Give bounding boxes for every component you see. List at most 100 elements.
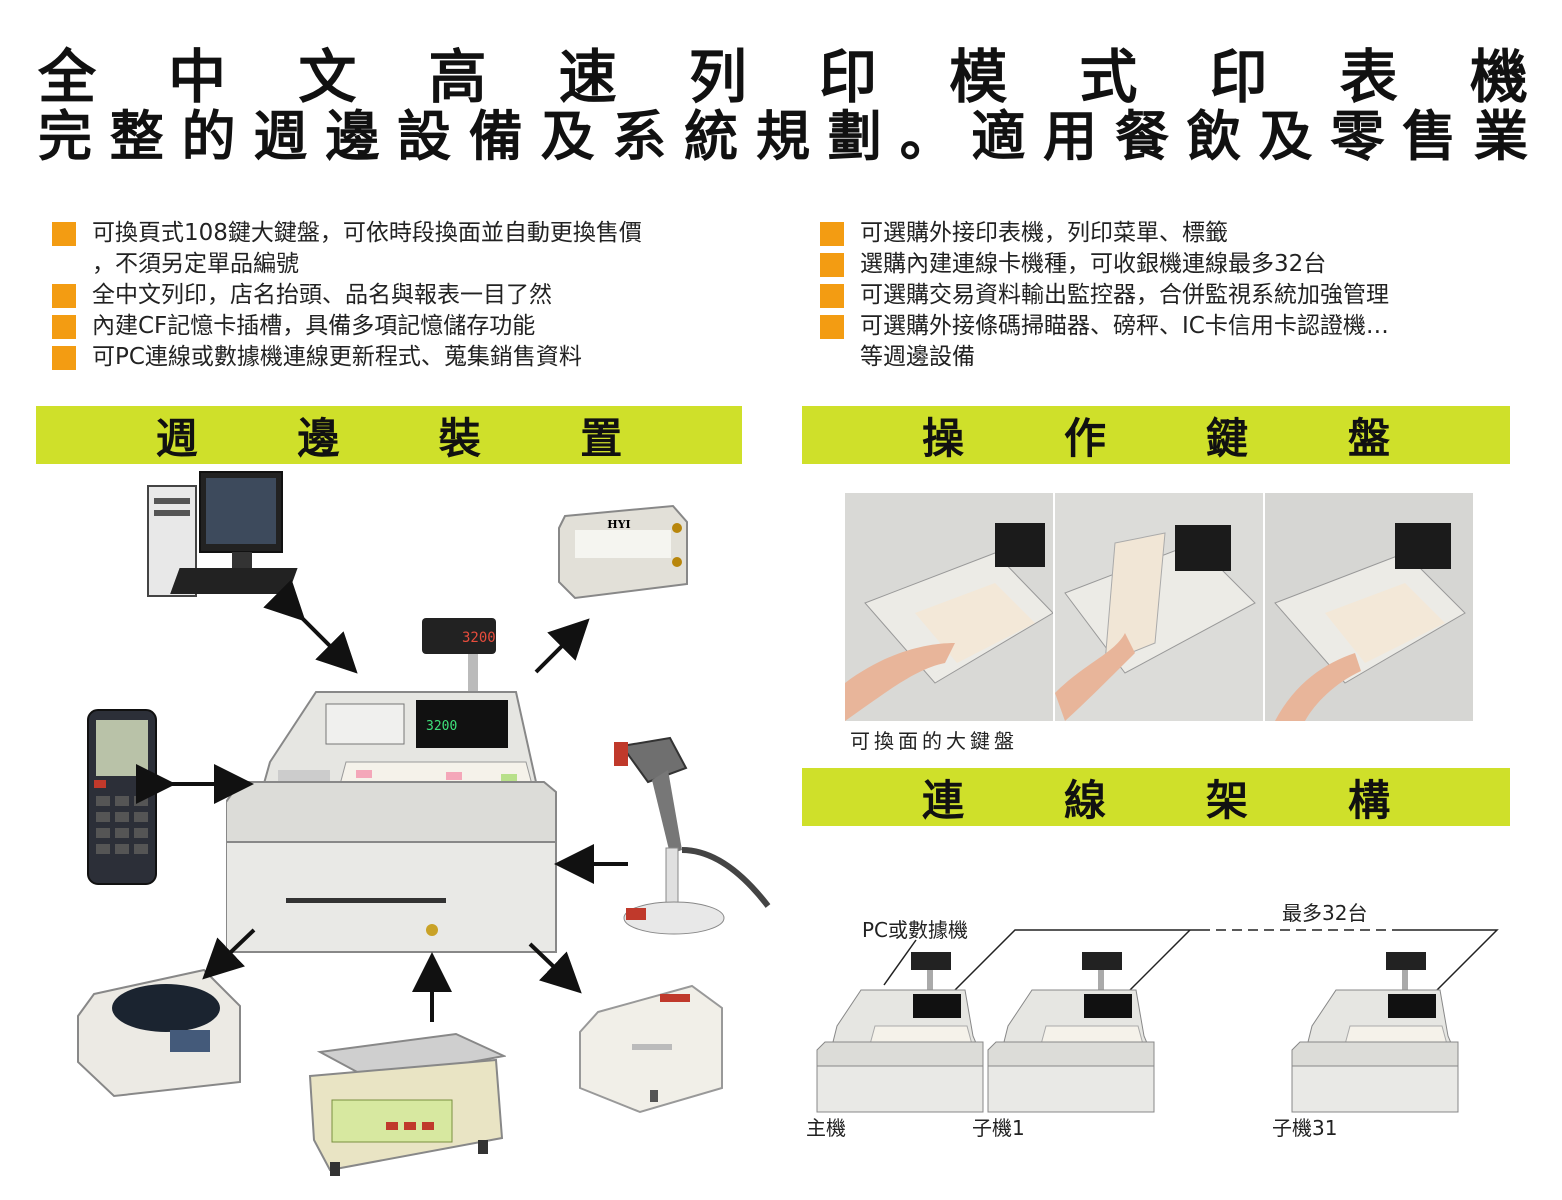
title-line-1-char: 高 xyxy=(428,43,487,111)
square-bullet-icon xyxy=(820,222,844,246)
feature-item-left: 內建CF記憶卡插槽，具備多項記憶儲存功能 xyxy=(52,311,752,342)
feature-text: 可換頁式108鍵大鍵盤，可依時段換面並自動更換售價 xyxy=(92,220,642,246)
section-bar-keyboard: 操作鍵盤 xyxy=(802,406,1510,464)
square-bullet-icon xyxy=(52,284,76,308)
title-line-2-char: 業 xyxy=(1473,105,1528,168)
title-line-1-char: 印 xyxy=(1209,43,1268,111)
title-line-1-char: 印 xyxy=(819,43,878,111)
register-main-icon xyxy=(816,952,984,1113)
keyboard-caption: 可換面的大鍵盤 xyxy=(850,729,1018,753)
title-line-1-char: 速 xyxy=(558,43,617,111)
keyboard-photo-strip xyxy=(845,493,1473,721)
title-line-2-char: 設 xyxy=(396,105,451,168)
title-line-1-char: 列 xyxy=(688,43,747,111)
section-bar-peripherals: 週邊裝置 xyxy=(36,406,742,464)
monitor-box-brand: HYI xyxy=(607,518,630,531)
square-bullet-icon xyxy=(52,222,76,246)
section-keyboard-char: 盤 xyxy=(1347,413,1390,463)
square-bullet-icon xyxy=(820,284,844,308)
section-network-char: 構 xyxy=(1347,775,1390,825)
feature-text: ，不須另定單品編號 xyxy=(92,251,299,277)
title-line-2-char: 統 xyxy=(684,105,739,168)
desktop-pc-icon xyxy=(147,471,298,597)
title-line-2-char: 。 xyxy=(899,105,954,168)
weighing-scale-icon xyxy=(308,1032,506,1176)
label-pc-modem: PC或數據機 xyxy=(862,918,969,942)
title-line-1-char: 表 xyxy=(1339,43,1398,111)
title-line-2-char: 用 xyxy=(1043,105,1098,168)
label-sub-unit-1: 子機1 xyxy=(972,1116,1025,1140)
section-keyboard-char: 作 xyxy=(1063,413,1106,463)
section-peripherals-char: 裝 xyxy=(438,413,481,463)
title-line-2-char: 及 xyxy=(540,105,595,168)
title-line-2-char: 邊 xyxy=(325,105,380,168)
feature-text: 可PC連線或數據機連線更新程式、蒐集銷售資料 xyxy=(92,344,582,370)
feature-item-left: 可換頁式108鍵大鍵盤，可依時段換面並自動更換售價 xyxy=(52,218,752,249)
title-line-2-char: 及 xyxy=(1258,105,1313,168)
feature-text: 可選購外接印表機，列印菜單、標籤 xyxy=(860,220,1228,246)
register-sub31-icon xyxy=(1291,952,1459,1113)
register-sub1-icon xyxy=(987,952,1155,1113)
feature-text: 內建CF記憶卡插槽，具備多項記憶儲存功能 xyxy=(92,313,536,339)
title-line-2-char: 售 xyxy=(1402,105,1457,168)
title-line-2-char: 適 xyxy=(971,105,1026,168)
barcode-scanner-icon xyxy=(614,736,771,935)
title-line-2-char: 餐 xyxy=(1114,105,1169,168)
title-line-1-char: 中 xyxy=(168,43,227,111)
monitor-output-box-icon: HYI xyxy=(558,504,688,600)
section-network-char: 架 xyxy=(1205,775,1248,825)
title-line-1: 全中文高速列印模式印表機 xyxy=(38,48,1528,106)
section-network-char: 線 xyxy=(1063,775,1106,825)
feature-item-right: 可選購外接印表機，列印菜單、標籤 xyxy=(820,218,1520,249)
title-line-2-char: 劃 xyxy=(827,105,882,168)
title-line-1-char: 模 xyxy=(949,43,1008,111)
title-line-2-char: 整 xyxy=(109,105,164,168)
square-bullet-icon xyxy=(820,315,844,339)
title-line-2: 完整的週邊設備及系統規劃。適用餐飲及零售業 xyxy=(38,110,1528,164)
title-line-1-char: 文 xyxy=(298,43,357,111)
section-keyboard-char: 鍵 xyxy=(1205,413,1248,463)
feature-text: 可選購外接條碼掃瞄器、磅秤、IC卡信用卡認證機… xyxy=(860,313,1389,339)
title-line-2-char: 週 xyxy=(253,105,308,168)
title-line-2-char: 完 xyxy=(38,105,92,168)
handheld-terminal-icon xyxy=(87,709,157,885)
feature-text: 全中文列印，店名抬頭、品名與報表一目了然 xyxy=(92,282,552,308)
feature-item-right: 等週邊設備 xyxy=(820,342,1520,373)
feature-item-right: 可選購外接條碼掃瞄器、磅秤、IC卡信用卡認證機… xyxy=(820,311,1520,342)
pole-display-readout: 3200 xyxy=(462,630,496,646)
keyboard-photo-2 xyxy=(1055,493,1265,721)
section-keyboard-char: 操 xyxy=(921,413,964,463)
keyboard-photo-3 xyxy=(1265,493,1473,721)
label-max-units: 最多32台 xyxy=(1282,901,1368,925)
receipt-printer-icon xyxy=(579,984,723,1114)
title-line-2-char: 的 xyxy=(181,105,236,168)
section-peripherals-char: 邊 xyxy=(297,413,340,463)
feature-item-left: ，不須另定單品編號 xyxy=(52,249,752,280)
feature-text: 等週邊設備 xyxy=(860,344,975,370)
feature-item-left: 全中文列印，店名抬頭、品名與報表一目了然 xyxy=(52,280,752,311)
section-peripherals-char: 週 xyxy=(155,413,198,463)
feature-text: 可選購交易資料輸出監控器，合併監視系統加強管理 xyxy=(860,282,1389,308)
label-main-unit: 主機 xyxy=(806,1116,846,1140)
title-line-1-char: 全 xyxy=(38,43,97,111)
title-line-2-char: 規 xyxy=(755,105,810,168)
title-line-2-char: 系 xyxy=(612,105,667,168)
section-peripherals-char: 置 xyxy=(580,413,623,463)
feature-item-left: 可PC連線或數據機連線更新程式、蒐集銷售資料 xyxy=(52,342,752,373)
cash-register-icon: 3200 3200 xyxy=(226,618,557,953)
feature-item-right: 選購內建連線卡機種，可收銀機連線最多32台 xyxy=(820,249,1520,280)
square-bullet-icon xyxy=(52,346,76,370)
title-line-1-char: 機 xyxy=(1469,43,1528,111)
square-bullet-icon xyxy=(52,315,76,339)
title-line-1-char: 式 xyxy=(1079,43,1138,111)
square-bullet-icon xyxy=(820,253,844,277)
section-bar-network: 連線架構 xyxy=(802,768,1510,826)
keyboard-photo-1 xyxy=(845,493,1055,721)
section-network-char: 連 xyxy=(921,775,964,825)
label-sub-unit-31: 子機31 xyxy=(1272,1116,1338,1140)
title-line-2-char: 零 xyxy=(1330,105,1385,168)
features-right-list: 可選購外接印表機，列印菜單、標籤選購內建連線卡機種，可收銀機連線最多32台可選購… xyxy=(820,218,1520,373)
feature-text: 選購內建連線卡機種，可收銀機連線最多32台 xyxy=(860,251,1327,277)
title-line-2-char: 飲 xyxy=(1186,105,1241,168)
features-left-list: 可換頁式108鍵大鍵盤，可依時段換面並自動更換售價 ，不須另定單品編號全中文列印，… xyxy=(52,218,752,373)
